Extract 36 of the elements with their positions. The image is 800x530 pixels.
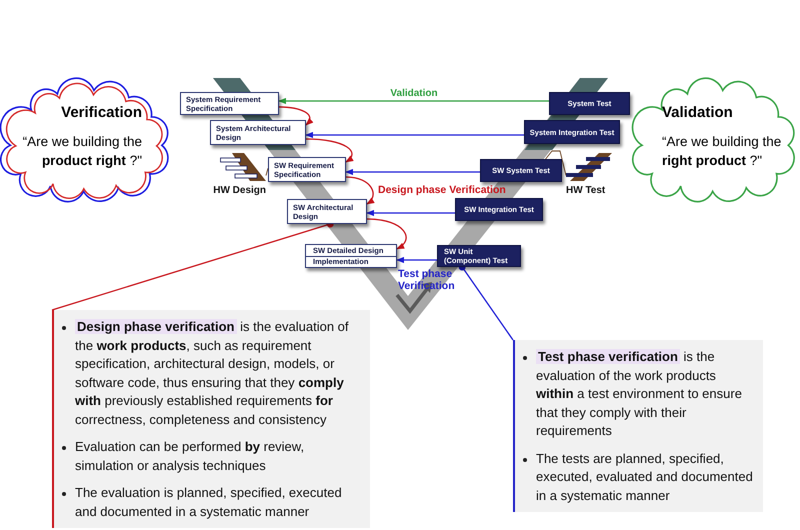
bullet-text: Test phase verification is the evaluation of the work products within a test environment to ensure that they comply with their requirements	[536, 348, 743, 440]
bullet-text: The evaluation is planned, specified, executed and documented in a systematic manner	[75, 484, 343, 521]
bullet-text: Evaluation can be performed by review, simulation or analysis techniques	[75, 438, 306, 475]
arrow	[305, 132, 524, 138]
design-phase-box	[210, 120, 306, 145]
annotation-text: Design phase Verification	[378, 184, 507, 196]
test-phase-box	[549, 92, 630, 115]
test-phase-box	[455, 198, 543, 221]
arrow	[345, 168, 480, 176]
bullet-text: Design phase verification is the evaluation of the work products, such as requirement specification, architectural design, models, or software code, thus ensuring that they comply with previously established requirements for correctness, completeness and consistency	[75, 318, 350, 429]
note-panel	[52, 310, 370, 528]
edge-label: Validation	[388, 88, 440, 99]
arrow	[278, 106, 314, 126]
design-phase-box	[268, 157, 346, 182]
design-phase-box	[287, 199, 367, 224]
arrow	[366, 218, 407, 250]
test-phase-box	[524, 120, 620, 144]
arrow	[366, 210, 455, 216]
arrow	[278, 98, 549, 104]
test-phase-box	[437, 245, 521, 267]
arrow	[346, 176, 375, 205]
test-phase-box	[480, 159, 562, 182]
picture-caption: HW Design	[213, 185, 266, 197]
picture-caption: HW Test	[566, 185, 606, 197]
arrow	[306, 138, 354, 163]
cloud-quote: “Are we building the right product ?"	[662, 133, 782, 170]
connector-line	[266, 168, 268, 176]
note-panel	[513, 340, 763, 512]
connector-line	[545, 150, 566, 176]
bullet-text: The tests are planned, specified, executed, evaluated and documented in a systematic manner	[536, 450, 754, 505]
arrow	[396, 256, 437, 264]
cloud-heading: Verification	[61, 103, 142, 123]
cloud-heading: Validation	[662, 103, 733, 123]
design-phase-box	[305, 244, 397, 268]
design-phase-box	[180, 92, 279, 115]
cloud-quote: “Are we building the product right ?"	[22, 133, 142, 170]
